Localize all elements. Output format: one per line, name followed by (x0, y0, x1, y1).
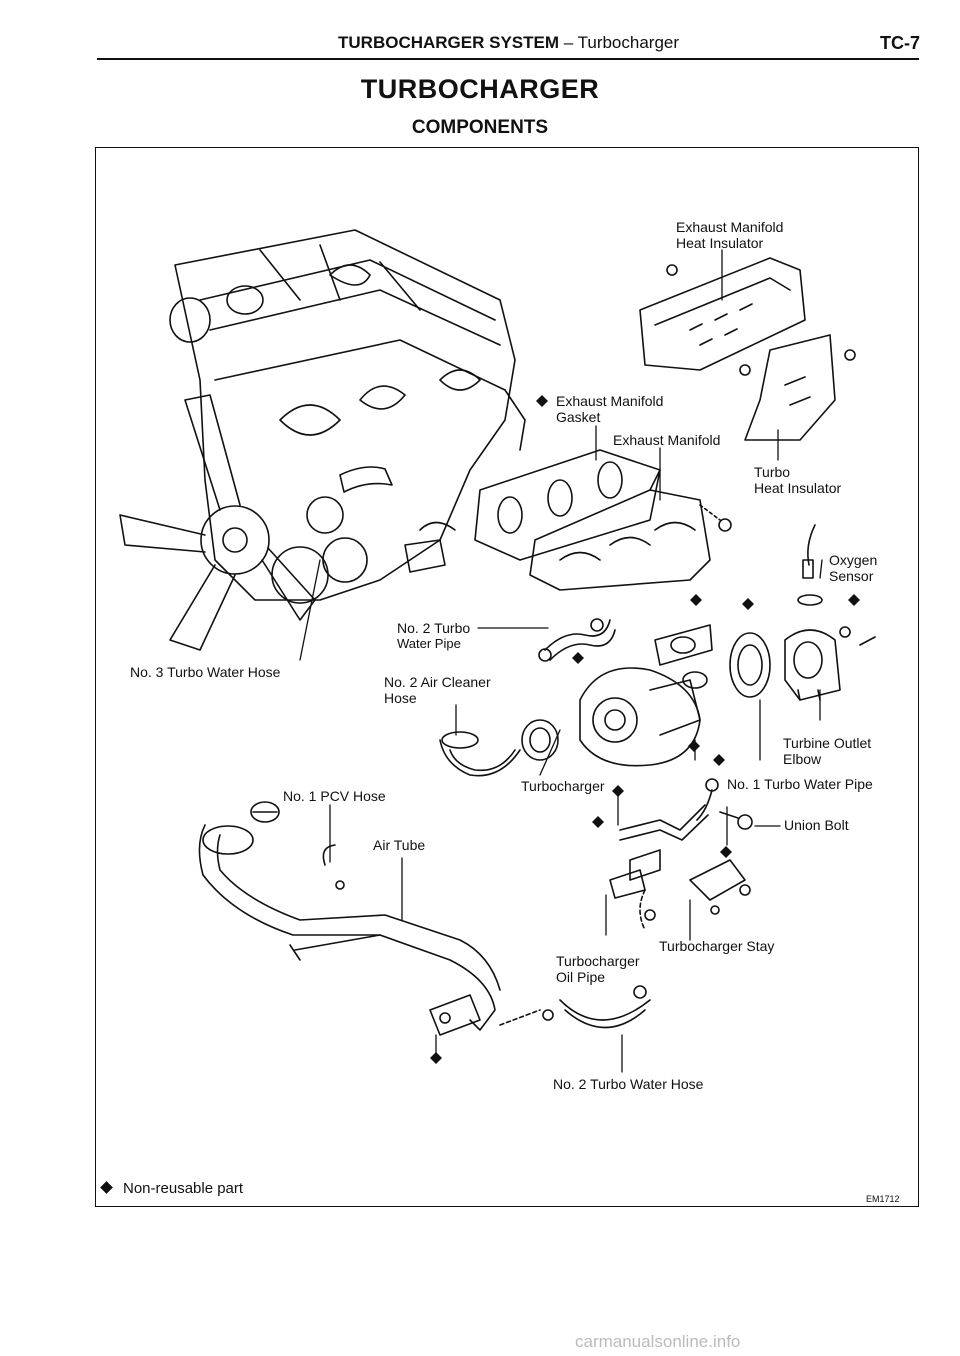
figure-code: EM1712 (866, 1194, 900, 1204)
turbo-heat-insulator-part (744, 334, 856, 441)
no2-air-cleaner-hose-part (439, 719, 559, 777)
oxygen-sensor-part (797, 524, 823, 606)
label-line-1: Turbo (754, 464, 791, 480)
label-line-2: Water Pipe (397, 636, 461, 651)
label-turbocharger: Turbocharger (521, 778, 605, 794)
label-no3-turbo-water-hose: No. 3 Turbo Water Hose (130, 664, 281, 680)
engine-illustration (119, 229, 526, 651)
label-no2-turbo-water-pipe: No. 2 Turbo Water Pipe (397, 620, 470, 652)
label-no2-air-cleaner-hose: No. 2 Air Cleaner Hose (384, 674, 491, 706)
air-tube-part (198, 824, 501, 1031)
label-air-tube: Air Tube (373, 837, 426, 853)
no2-turbo-water-hose-part (429, 985, 651, 1036)
label-no1-turbo-water-pipe: No. 1 Turbo Water Pipe (727, 776, 873, 792)
diagram-frame (95, 147, 919, 1207)
watermark: carmanualsonline.info (575, 1332, 741, 1351)
label-exhaust-manifold-gasket: Exhaust Manifold Gasket (556, 393, 663, 425)
label-turbocharger-stay: Turbocharger Stay (659, 938, 775, 954)
label-no2-turbo-water-hose: No. 2 Turbo Water Hose (553, 1076, 704, 1092)
legend-text: Non-reusable part (123, 1180, 244, 1197)
exhaust-manifold-gasket-part (474, 449, 661, 561)
label-line-1: Oxygen (829, 552, 878, 568)
union-bolt-part (696, 778, 753, 830)
no1-pcv-hose-part (250, 801, 280, 823)
label-turbo-heat-insulator: Turbo Heat Insulator (754, 464, 841, 496)
turbocharger-stay-part (689, 859, 751, 915)
header-separator: – (559, 33, 578, 52)
label-line-1: Turbine Outlet (783, 735, 872, 751)
label-line-2: Heat Insulator (676, 235, 764, 251)
header-section: TURBOCHARGER SYSTEM (338, 33, 560, 52)
label-no1-pcv-hose: No. 1 PCV Hose (283, 788, 386, 804)
label-line-1: Turbocharger (556, 953, 640, 969)
label-exhaust-manifold-heat-insulator: Exhaust Manifold Heat Insulator (676, 219, 783, 251)
header-title: TURBOCHARGER SYSTEM – Turbocharger (338, 33, 679, 53)
page-subtitle: COMPONENTS (411, 117, 549, 138)
turbo-gaskets (654, 624, 771, 698)
label-line-2: Sensor (829, 568, 874, 584)
label-exhaust-manifold: Exhaust Manifold (613, 432, 721, 448)
non-reusable-markers (430, 395, 860, 1064)
label-line-2: Elbow (783, 751, 822, 767)
turbocharger-part (579, 667, 708, 767)
label-line-2: Gasket (556, 409, 601, 425)
page-code: TC-7 (880, 33, 920, 53)
no2-turbo-water-pipe-part (538, 618, 616, 662)
header-topic: Turbocharger (577, 33, 680, 52)
legend: Non-reusable part (100, 1180, 244, 1197)
page-title: TURBOCHARGER (360, 74, 600, 104)
label-line-2: Hose (384, 690, 417, 706)
exhaust-manifold-part (529, 469, 732, 591)
turbocharger-oil-pipe-part (609, 804, 709, 931)
label-line-1: Exhaust Manifold (676, 219, 784, 235)
label-turbine-outlet-elbow: Turbine Outlet Elbow (783, 735, 871, 767)
diamond-icon (100, 1181, 113, 1194)
label-union-bolt: Union Bolt (784, 817, 849, 833)
turbine-outlet-elbow-part (784, 626, 876, 701)
label-line-2: Heat Insulator (754, 480, 842, 496)
leader-lines (299, 249, 823, 1073)
label-line-1: Exhaust Manifold (556, 393, 664, 409)
page-header: TURBOCHARGER SYSTEM – Turbocharger TC-7 (0, 30, 960, 60)
label-line-1: No. 2 Turbo (397, 620, 471, 636)
label-line-1: No. 2 Air Cleaner (384, 674, 491, 690)
exhaust-manifold-heat-insulator-part (639, 257, 806, 376)
label-oxygen-sensor: Oxygen Sensor (829, 552, 877, 584)
label-line-2: Oil Pipe (556, 969, 606, 985)
header-rule (97, 58, 919, 60)
label-turbocharger-oil-pipe: Turbocharger Oil Pipe (556, 953, 640, 985)
